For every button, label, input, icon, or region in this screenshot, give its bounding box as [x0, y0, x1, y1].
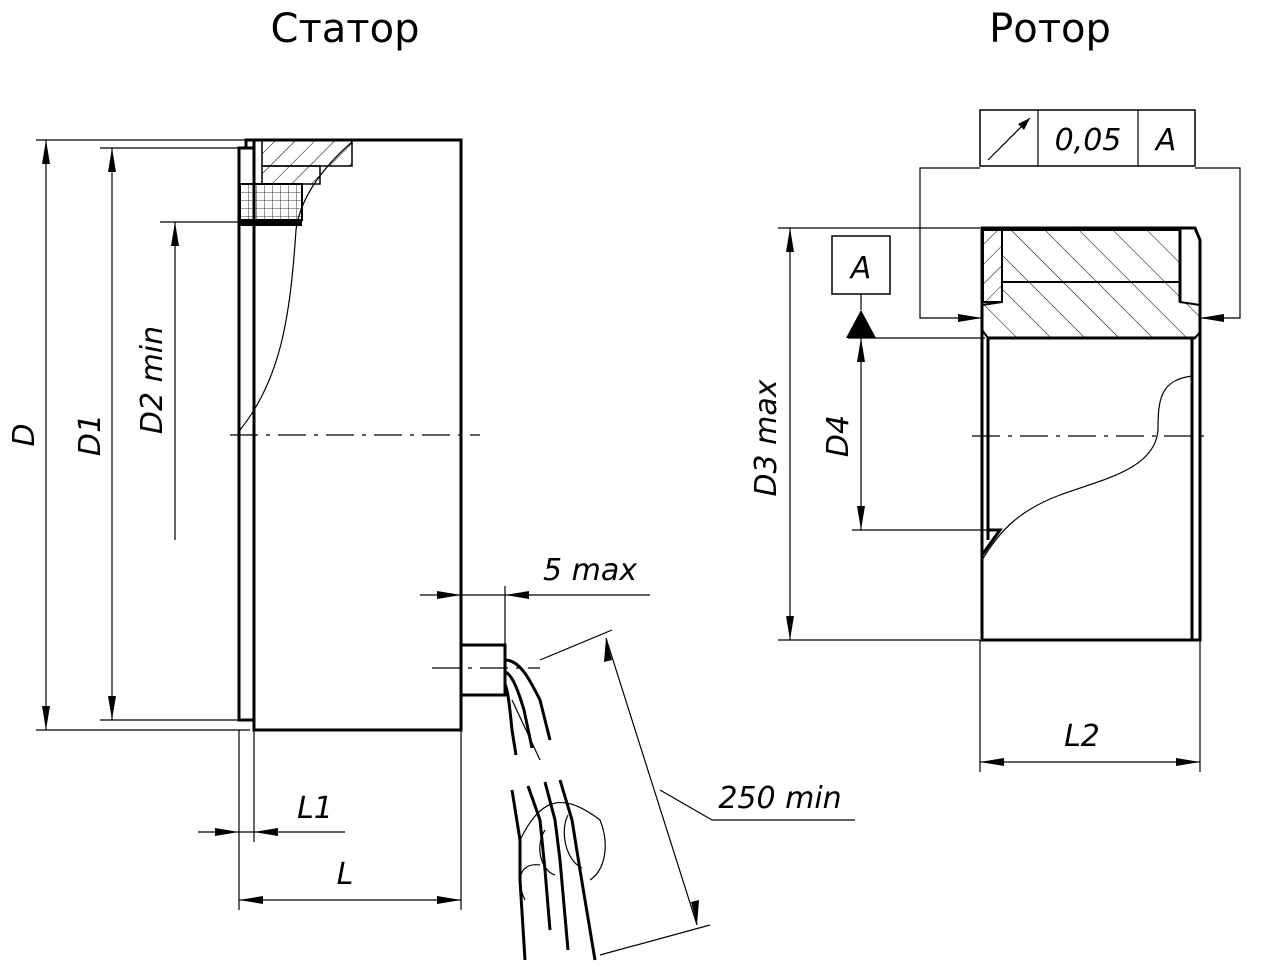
dim-d1-arrow-bottom: [108, 696, 116, 720]
dim-d-label: D: [7, 423, 42, 446]
rotor-hatch-inner: [981, 281, 1201, 339]
dim-d4-label: D4: [821, 415, 856, 457]
rotor-title: Ротор: [989, 6, 1111, 52]
dim-d1-label: D1: [73, 414, 108, 456]
dim-d1-arrow-top: [108, 148, 116, 172]
dim-5max-arrow-left: [437, 591, 461, 599]
dim-d4-arrow-bottom: [857, 506, 865, 530]
stator-flange: [237, 146, 256, 722]
dim-d3-label: D3 max: [749, 379, 784, 496]
dim-l2-arrow-right: [1176, 758, 1200, 766]
dim-250-arrow-top: [604, 638, 612, 662]
section-winding: [239, 183, 303, 221]
section-hatch-top: [261, 139, 353, 167]
section-hatch-mid: [261, 165, 321, 185]
dim-d-arrow-top: [42, 140, 50, 164]
dim-d2-label: D2 min: [135, 326, 170, 434]
rotor-hatch-outer: [1001, 229, 1181, 283]
rotor-break-line: [981, 375, 1193, 561]
datum-box: [831, 235, 891, 295]
stator-view: D D1 D2 min L1 L 5 max: [7, 138, 855, 961]
dim-5max-label: 5 max: [543, 553, 637, 588]
datum-triangle: [846, 310, 876, 338]
wire-leads: [503, 658, 606, 961]
dim-5max-arrow-right: [505, 591, 529, 599]
ext-250-bottom: [599, 924, 711, 956]
lead-bushing: [459, 643, 507, 697]
section-step: [239, 138, 262, 150]
dim-l-arrow-left: [239, 896, 263, 904]
rotor-hatch-left: [982, 229, 1003, 303]
tolerance-arrow-right: [1200, 314, 1224, 322]
dim-l2-label: L2: [1064, 719, 1100, 754]
section-bar: [240, 220, 302, 226]
tolerance-datum: A: [1154, 123, 1177, 158]
dim-250-arrow-bottom: [691, 900, 699, 925]
tolerance-leader-right: [1195, 167, 1241, 319]
dim-250-line: [605, 637, 698, 926]
leader-250: [659, 789, 713, 821]
tolerance-leader-left: [919, 167, 982, 319]
dim-d3-arrow-top: [786, 228, 794, 252]
dim-l1-label: L1: [297, 791, 333, 826]
tolerance-arrow-left: [958, 314, 982, 322]
dim-250-label: 250 min: [718, 781, 841, 816]
dim-l1-arrow-left: [215, 828, 239, 836]
runout-arrow-icon: [987, 117, 1031, 161]
dim-l-label: L: [337, 857, 354, 892]
rotor-view: 0,05 A A D3 max: [749, 109, 1241, 772]
dim-l-arrow-right: [437, 896, 461, 904]
tolerance-frame: [979, 109, 1196, 167]
dim-l1-arrow-right: [254, 828, 278, 836]
section-break-line: [239, 141, 353, 431]
rotor-chamfer: [980, 528, 1003, 556]
ext-250-top: [539, 629, 613, 661]
stator-title: Статор: [271, 6, 420, 52]
dim-d4-arrow-top: [857, 338, 865, 362]
dim-d-arrow-bottom: [42, 706, 50, 730]
tolerance-value: 0,05: [1055, 123, 1122, 158]
datum-label: A: [849, 251, 872, 286]
dim-d2-arrow-top: [171, 222, 179, 246]
dim-l2-arrow-left: [980, 758, 1004, 766]
dim-d3-arrow-bottom: [786, 616, 794, 640]
